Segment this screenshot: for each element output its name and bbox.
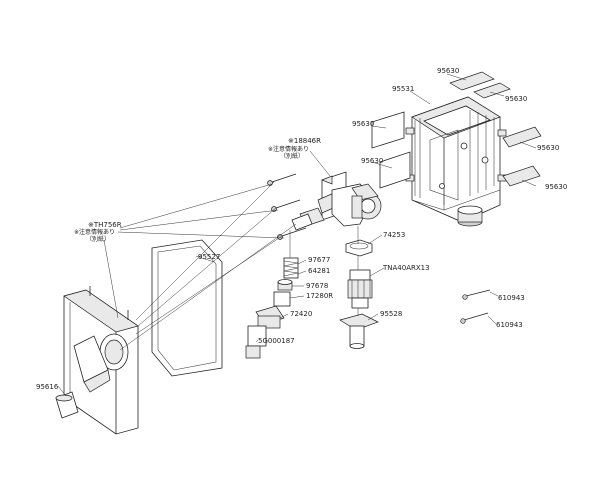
ring-97678 <box>277 279 293 291</box>
label-97678: 97678 <box>306 282 328 290</box>
sleeve-17280r <box>273 291 291 307</box>
label-95531: 95531 <box>392 85 414 93</box>
label-th756r: ※TH756R <box>88 221 122 229</box>
label-17280r: 17280R <box>306 292 333 300</box>
nut-72420 <box>255 305 285 329</box>
label-95630-right-lower: 95630 <box>545 183 567 191</box>
mounting-box-95531 <box>405 96 507 227</box>
clip-74253 <box>345 239 373 257</box>
valve-body-18846r <box>291 171 382 231</box>
leader-lines <box>57 73 537 397</box>
label-5g000187: 5G000187 <box>258 337 295 345</box>
label-note-lower-2: （別紙） <box>86 235 110 243</box>
label-note-upper-2: （別紙） <box>280 152 304 160</box>
label-95527: 95527 <box>198 253 220 261</box>
label-note-lower-1: ※注意情報あり <box>74 228 115 236</box>
cartridge-5g000187 <box>245 325 267 359</box>
spring-97677 <box>283 257 299 279</box>
label-sheet-95630-top <box>449 71 511 99</box>
label-tna40arx13: TNA40ARX13 <box>382 264 430 272</box>
front-plate-th756r <box>63 286 139 435</box>
assembly-lines <box>119 181 359 351</box>
label-72420: 72420 <box>290 310 312 318</box>
gasket-95527 <box>151 239 223 377</box>
label-95630-right-upper: 95630 <box>537 144 559 152</box>
label-18846r: ※18846R <box>288 137 321 145</box>
label-95630-left-lower: 95630 <box>361 157 383 165</box>
label-610943-lower: 610943 <box>496 321 523 329</box>
screws-upper <box>267 173 307 240</box>
fitting-tna40arx13 <box>347 269 373 309</box>
label-95630-left-upper: 95630 <box>352 120 374 128</box>
label-95630-top-right: 95630 <box>505 95 527 103</box>
escutcheon-95528 <box>339 313 379 349</box>
label-note-upper-1: ※注意情報あり <box>268 145 309 153</box>
lever-95616 <box>55 391 79 419</box>
label-610943-upper: 610943 <box>498 294 525 302</box>
label-95528: 95528 <box>380 310 402 318</box>
label-95630-top: 95630 <box>437 67 459 75</box>
screws-610943 <box>460 289 491 324</box>
label-64281: 64281 <box>308 267 330 275</box>
label-sheet-95630-left <box>371 111 411 189</box>
label-74253: 74253 <box>383 231 405 239</box>
label-sheet-95630-right <box>502 126 542 187</box>
label-97677: 97677 <box>308 256 330 264</box>
label-95616: 95616 <box>36 383 59 391</box>
